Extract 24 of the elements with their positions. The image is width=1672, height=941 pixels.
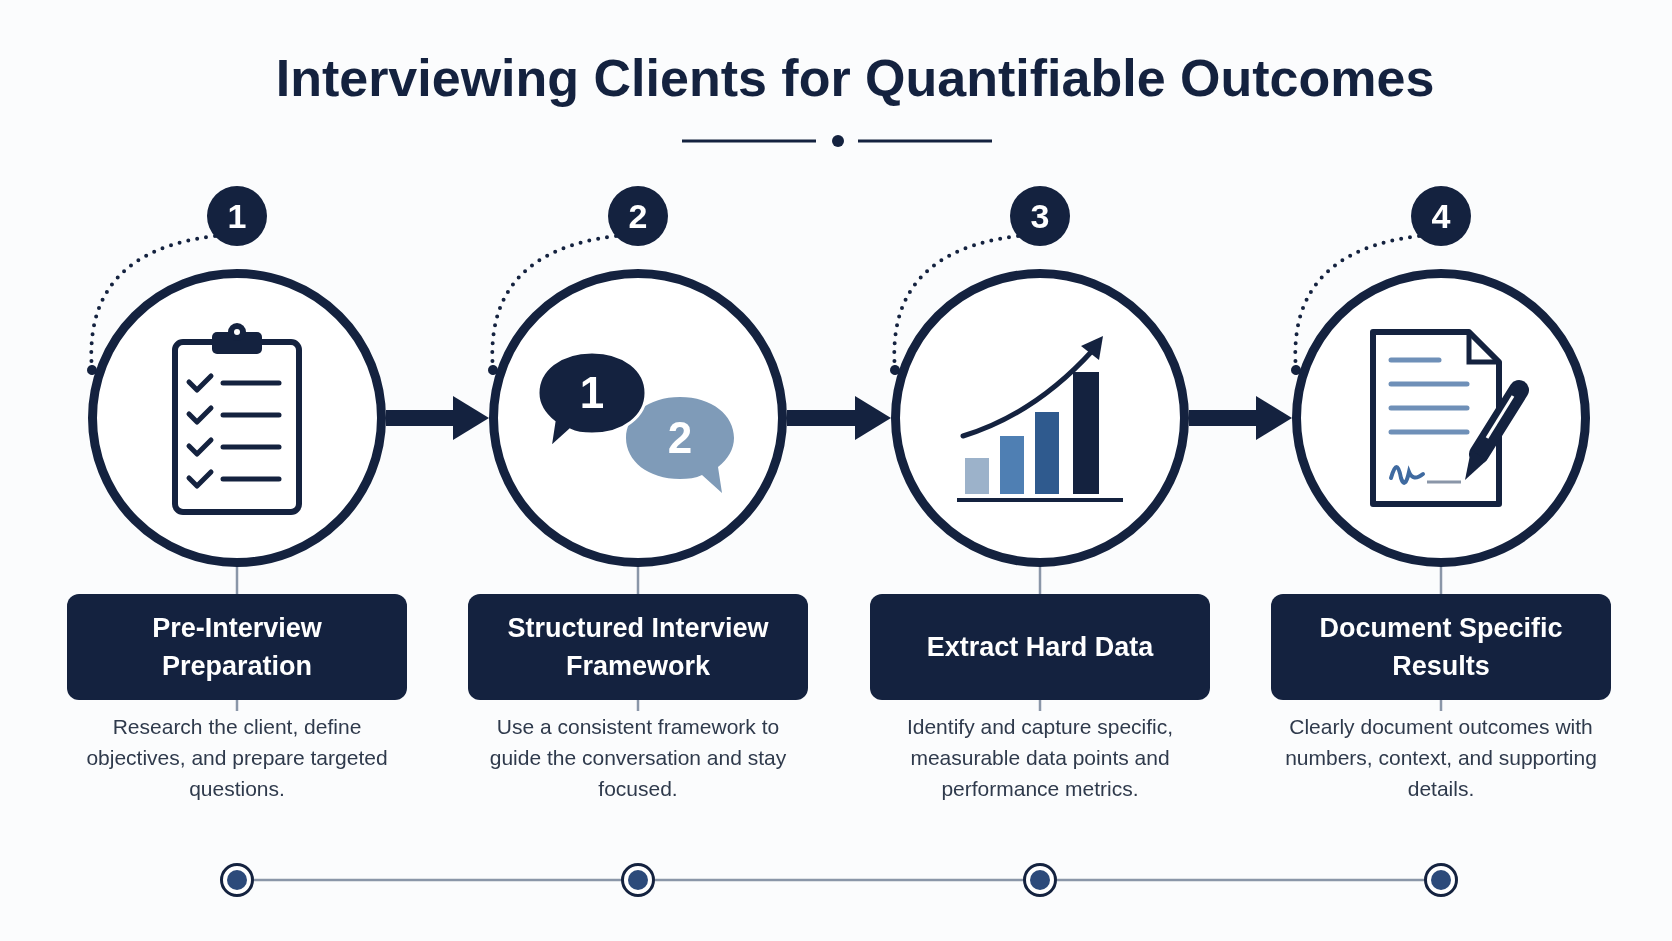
step-number-badge: 2 [608,186,668,246]
connector-line [1038,567,1042,594]
step-description: Use a consistent framework to guide the conversation and stay focused. [478,711,798,811]
arrow [1189,396,1292,440]
step-description: Research the client, define objectives, and prepare targeted questions. [77,711,397,811]
step-title-box: Document Specific Results [1271,594,1611,700]
speech-bubble: 2 [624,395,736,495]
step-number-badge: 3 [1010,186,1070,246]
diagram-title: Interviewing Clients for Quantifiable Outcomes [274,48,1436,109]
step-description: Identify and capture specific, measurable data points and performance metrics. [880,711,1200,811]
connector-line [235,567,239,594]
timeline-line [1057,878,1424,882]
step-number-badge: 4 [1411,186,1471,246]
arrow [787,396,891,440]
step-description: Clearly document outcomes with numbers, context, and supporting details. [1281,711,1601,811]
step-title-box: Structured Interview Framework [468,594,808,700]
step-number-badge: 1 [207,186,267,246]
timeline-line [655,878,1023,882]
arrow [386,396,489,440]
step-title-box: Extract Hard Data [870,594,1210,700]
step-title-box: Pre-Interview Preparation [67,594,407,700]
connector-line [1439,567,1443,594]
timeline-line [254,878,621,882]
connector-line [636,567,640,594]
